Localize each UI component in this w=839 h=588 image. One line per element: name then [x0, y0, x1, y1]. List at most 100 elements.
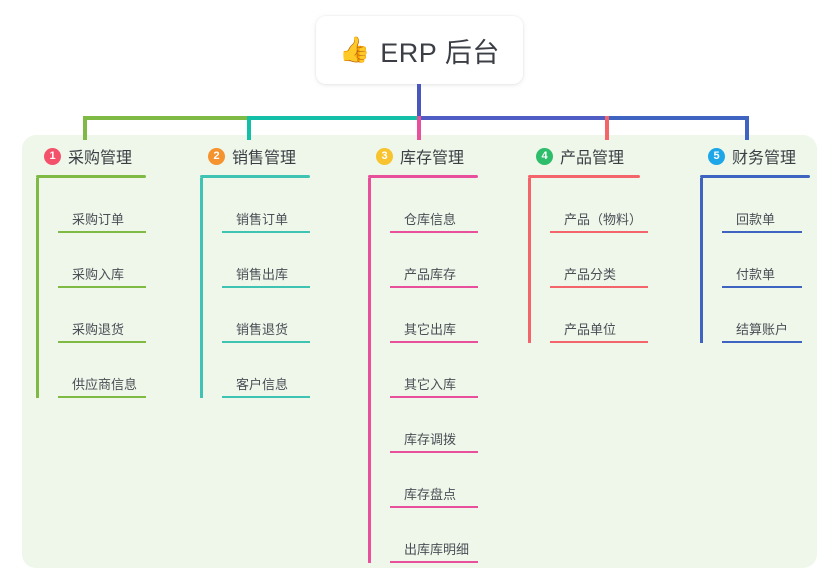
child-node-underline: [722, 286, 802, 288]
branch-title: 财务管理: [732, 150, 797, 167]
child-node-underline: [58, 231, 146, 233]
branch-header-5[interactable]: 5 财务管理: [700, 144, 810, 175]
child-node[interactable]: 库存盘点: [390, 453, 478, 508]
child-node-label: 出库库明细: [404, 542, 470, 557]
child-node[interactable]: 付款单: [722, 233, 810, 288]
branch-drop-5: [745, 116, 749, 140]
child-node-underline: [222, 231, 310, 233]
child-node-underline: [390, 561, 478, 563]
branch-badge-icon: 2: [208, 147, 225, 165]
child-node-underline: [722, 231, 802, 233]
child-node[interactable]: 供应商信息: [58, 343, 146, 398]
child-node-underline: [390, 451, 478, 453]
child-node[interactable]: 产品（物料）: [550, 178, 648, 233]
child-node[interactable]: 产品单位: [550, 288, 648, 343]
child-node-label: 客户信息: [236, 377, 289, 392]
branch-column-1: 1 采购管理采购订单采购入库采购退货供应商信息: [36, 144, 146, 398]
child-node-underline: [390, 396, 478, 398]
child-node-underline: [58, 341, 146, 343]
branch-children: 回款单付款单结算账户: [700, 178, 810, 343]
branch-drop-1: [83, 116, 87, 140]
child-node[interactable]: 销售退货: [222, 288, 310, 343]
child-node-label: 产品库存: [404, 267, 457, 282]
child-node-label: 库存调拨: [404, 432, 457, 447]
branch-spine-connector: [200, 178, 203, 398]
branch-spine-connector: [36, 178, 39, 398]
branch-header-4[interactable]: 4 产品管理: [528, 144, 642, 175]
branch-header-2[interactable]: 2 销售管理: [200, 144, 310, 175]
child-node-label: 销售退货: [236, 322, 289, 337]
rail-segment-green: [83, 116, 249, 120]
branch-title: 销售管理: [232, 150, 297, 167]
branches-panel: [22, 135, 817, 568]
child-node-underline: [58, 286, 146, 288]
child-node-underline: [390, 286, 478, 288]
branch-title: 产品管理: [560, 150, 625, 167]
branch-spine-connector: [700, 178, 703, 343]
branch-underline: [700, 175, 810, 178]
branch-drop-2: [247, 116, 251, 140]
child-node[interactable]: 产品分类: [550, 233, 648, 288]
branch-title: 库存管理: [400, 150, 465, 167]
child-node-underline: [550, 231, 648, 233]
child-node[interactable]: 客户信息: [222, 343, 310, 398]
root-node[interactable]: 👍 ERP 后台: [316, 16, 523, 84]
root-stem-connector: [417, 84, 421, 118]
child-node-underline: [550, 286, 648, 288]
child-node-label: 付款单: [736, 267, 776, 282]
branch-column-3: 3 库存管理仓库信息产品库存其它出库其它入库库存调拨库存盘点出库库明细: [368, 144, 478, 563]
branch-children: 仓库信息产品库存其它出库其它入库库存调拨库存盘点出库库明细: [368, 178, 478, 563]
child-node[interactable]: 销售出库: [222, 233, 310, 288]
child-node[interactable]: 其它入库: [390, 343, 478, 398]
root-title: ERP 后台: [380, 37, 500, 68]
branch-column-4: 4 产品管理产品（物料） 产品分类产品单位: [528, 144, 648, 343]
child-node-underline: [390, 231, 478, 233]
branch-underline: [36, 175, 146, 178]
child-node-label: 采购入库: [72, 267, 125, 282]
branch-badge-icon: 1: [44, 147, 61, 165]
branch-spine-connector: [528, 178, 531, 343]
branch-badge-icon: 5: [708, 147, 725, 165]
child-node-underline: [222, 286, 310, 288]
child-node[interactable]: 销售订单: [222, 178, 310, 233]
branch-underline: [528, 175, 640, 178]
child-node-label: 仓库信息: [404, 212, 457, 227]
child-node[interactable]: 结算账户: [722, 288, 810, 343]
child-node[interactable]: 出库库明细: [390, 508, 478, 563]
child-node[interactable]: 回款单: [722, 178, 810, 233]
child-node-underline: [390, 341, 478, 343]
branch-column-2: 2 销售管理销售订单销售出库销售退货客户信息: [200, 144, 310, 398]
branch-header-1[interactable]: 1 采购管理: [36, 144, 146, 175]
branch-drop-4: [605, 116, 609, 140]
child-node-label: 产品分类: [564, 267, 617, 282]
child-node[interactable]: 采购订单: [58, 178, 146, 233]
child-node[interactable]: 库存调拨: [390, 398, 478, 453]
child-node-underline: [222, 396, 310, 398]
child-node-underline: [222, 341, 310, 343]
thumbs-up-icon: 👍: [339, 35, 371, 64]
child-node-label: 产品单位: [564, 322, 617, 337]
child-node-label: 采购退货: [72, 322, 125, 337]
rail-segment-indigo: [417, 116, 607, 120]
child-node-label: 回款单: [736, 212, 776, 227]
child-node-label: 其它入库: [404, 377, 457, 392]
child-node-label: 采购订单: [72, 212, 125, 227]
child-node[interactable]: 采购退货: [58, 288, 146, 343]
child-node-label: 产品（物料）: [564, 212, 643, 227]
child-node-underline: [58, 396, 146, 398]
child-node[interactable]: 仓库信息: [390, 178, 478, 233]
branch-badge-icon: 3: [376, 147, 393, 165]
branch-header-3[interactable]: 3 库存管理: [368, 144, 478, 175]
child-node[interactable]: 采购入库: [58, 233, 146, 288]
branch-badge-icon: 4: [536, 147, 553, 165]
child-node[interactable]: 产品库存: [390, 233, 478, 288]
branch-title: 采购管理: [68, 150, 133, 167]
branch-spine-connector: [368, 178, 371, 563]
child-node[interactable]: 其它出库: [390, 288, 478, 343]
branch-underline: [200, 175, 310, 178]
child-node-label: 库存盘点: [404, 487, 457, 502]
child-node-label: 供应商信息: [72, 377, 138, 392]
branch-children: 产品（物料） 产品分类产品单位: [528, 178, 648, 343]
child-node-underline: [390, 506, 478, 508]
